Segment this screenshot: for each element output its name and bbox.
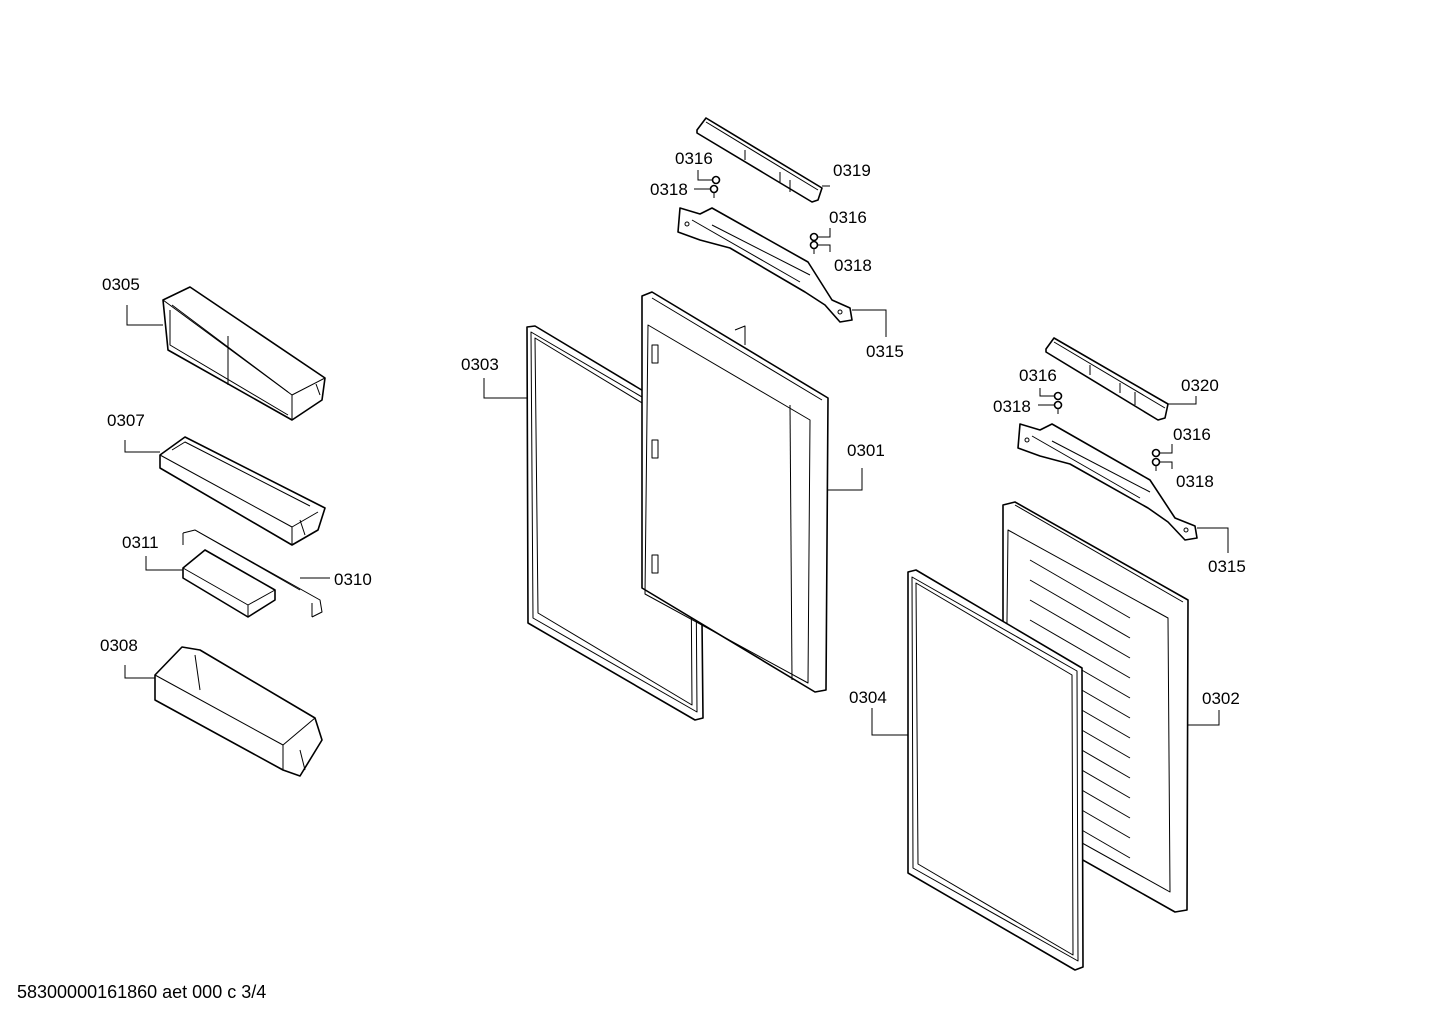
bottle-shelf-0308 (154, 646, 323, 777)
callout-0303: 0303 (461, 355, 499, 374)
callout-0311: 0311 (122, 533, 159, 552)
hinge-bracket-0315-upper (677, 207, 853, 323)
callout-0320: 0320 (1181, 376, 1219, 395)
callout-0318: 0318 (1176, 472, 1214, 491)
egg-tray-0311 (182, 549, 276, 618)
callout-0308: 0308 (100, 636, 138, 655)
callout-labels: 0305 0307 0311 0310 0308 0303 0301 0316 … (100, 149, 1246, 708)
door-gasket-0304 (907, 569, 1084, 971)
dairy-compartment-0305 (162, 286, 326, 421)
screw-0318-lower-left (1053, 400, 1063, 414)
screw-0316-lower-left (1053, 391, 1063, 401)
callout-0316: 0316 (1019, 366, 1057, 385)
screw-0318-upper-right (809, 240, 819, 254)
callout-0305: 0305 (102, 275, 140, 294)
callout-0302: 0302 (1202, 689, 1240, 708)
callout-0301: 0301 (847, 441, 885, 460)
inner-door-0301 (641, 291, 829, 693)
callout-0316: 0316 (1173, 425, 1211, 444)
callout-0318: 0318 (993, 397, 1031, 416)
screw-0318-upper-left (709, 184, 719, 198)
callout-0310: 0310 (334, 570, 372, 589)
hinge-bracket-0315-lower (1017, 423, 1198, 541)
callout-0315: 0315 (866, 342, 904, 361)
hinge-cover-0320 (1045, 337, 1169, 421)
leader-lines (124, 170, 1229, 736)
callout-0315: 0315 (1208, 557, 1246, 576)
screw-0316-upper-right (809, 232, 819, 242)
document-id: 58300000161860 aet 000 c 3/4 (17, 982, 266, 1002)
holder-rail-0310 (182, 529, 323, 618)
screw-0316-upper-left (711, 175, 721, 185)
hinge-cover-0319 (696, 117, 823, 203)
screw-0316-lower-right (1151, 448, 1161, 458)
callout-0319: 0319 (833, 161, 871, 180)
callout-0304: 0304 (849, 688, 887, 707)
callout-0318: 0318 (650, 180, 688, 199)
door-shelf-0307 (159, 436, 326, 546)
callout-0316: 0316 (675, 149, 713, 168)
screw-0318-lower-right (1151, 457, 1161, 471)
callout-0318: 0318 (834, 256, 872, 275)
callout-0316: 0316 (829, 208, 867, 227)
callout-0307: 0307 (107, 411, 145, 430)
